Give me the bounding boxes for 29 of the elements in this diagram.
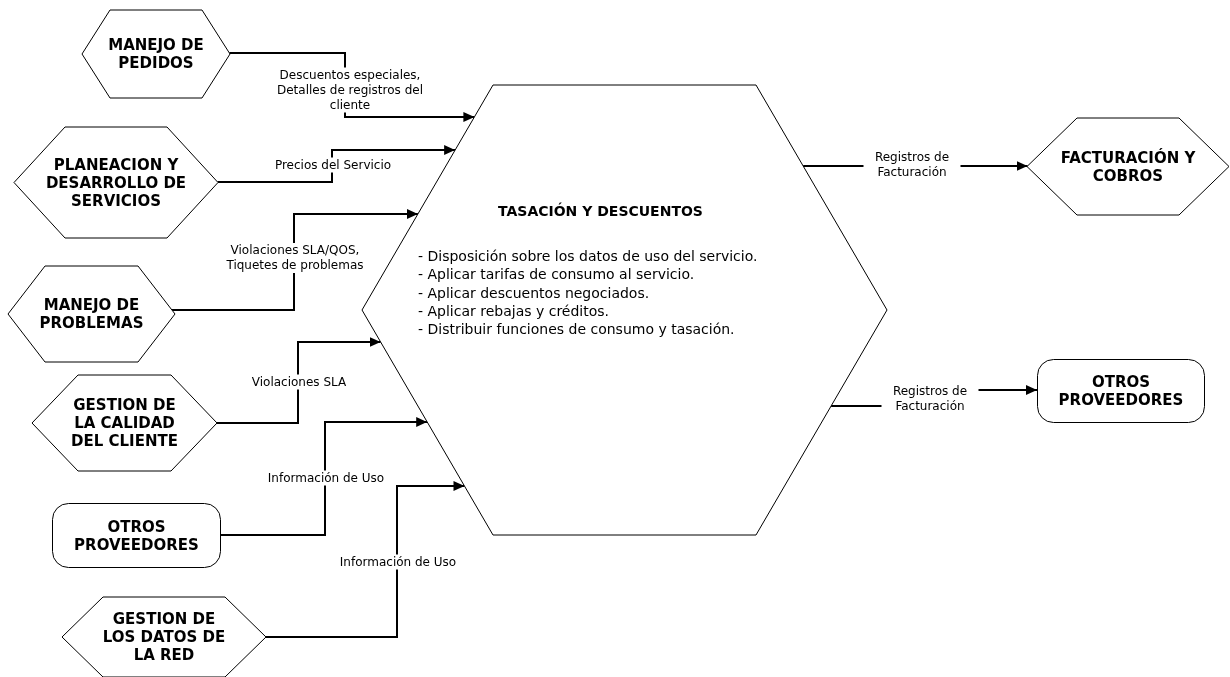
node-title: TASACIÓN Y DESCUENTOS [498, 203, 703, 219]
node-label: PLANEACION Y DESARROLLO DE SERVICIOS [44, 155, 188, 210]
node-label: OTROS PROVEEDORES [1057, 373, 1185, 409]
edge-label: Precios del Servicio [273, 157, 393, 173]
node-label: MANEJO DE PROBLEMAS [38, 296, 145, 332]
list-item: - Distribuir funciones de consumo y tasación. [418, 320, 736, 339]
edge-label: Violaciones SLA [250, 374, 348, 390]
node-label: GESTION DE LOS DATOS DE LA RED [101, 610, 227, 664]
edge-label: Información de Uso [338, 554, 458, 570]
hexagon-box [1027, 118, 1229, 215]
node-label: FACTURACIÓN Y COBROS [1059, 148, 1197, 185]
arrow [265, 481, 466, 638]
hexagon-box [62, 597, 266, 677]
arrow [216, 337, 382, 424]
node-label: MANEJO DE PEDIDOS [107, 36, 205, 72]
list-item: - Aplicar rebajas y créditos. [418, 301, 611, 321]
hexagon-box [14, 127, 218, 238]
rounded-box [1037, 359, 1205, 423]
hexagon-box [32, 375, 217, 471]
list-item: - Aplicar descuentos negociados. [418, 283, 651, 302]
list-item: - Aplicar tarifas de consumo al servicio. [418, 265, 696, 284]
edge-label: Información de Uso [266, 470, 386, 486]
arrow [216, 145, 457, 183]
list-item: - Disposición sobre los datos de uso del servicio. [418, 247, 759, 266]
hexagon-box [8, 266, 175, 362]
rounded-box [52, 503, 221, 568]
node-label: OTROS PROVEEDORES [73, 517, 200, 554]
hexagon-box [82, 10, 230, 98]
node-label: GESTION DE LA CALIDAD DEL CLIENTE [70, 396, 179, 450]
